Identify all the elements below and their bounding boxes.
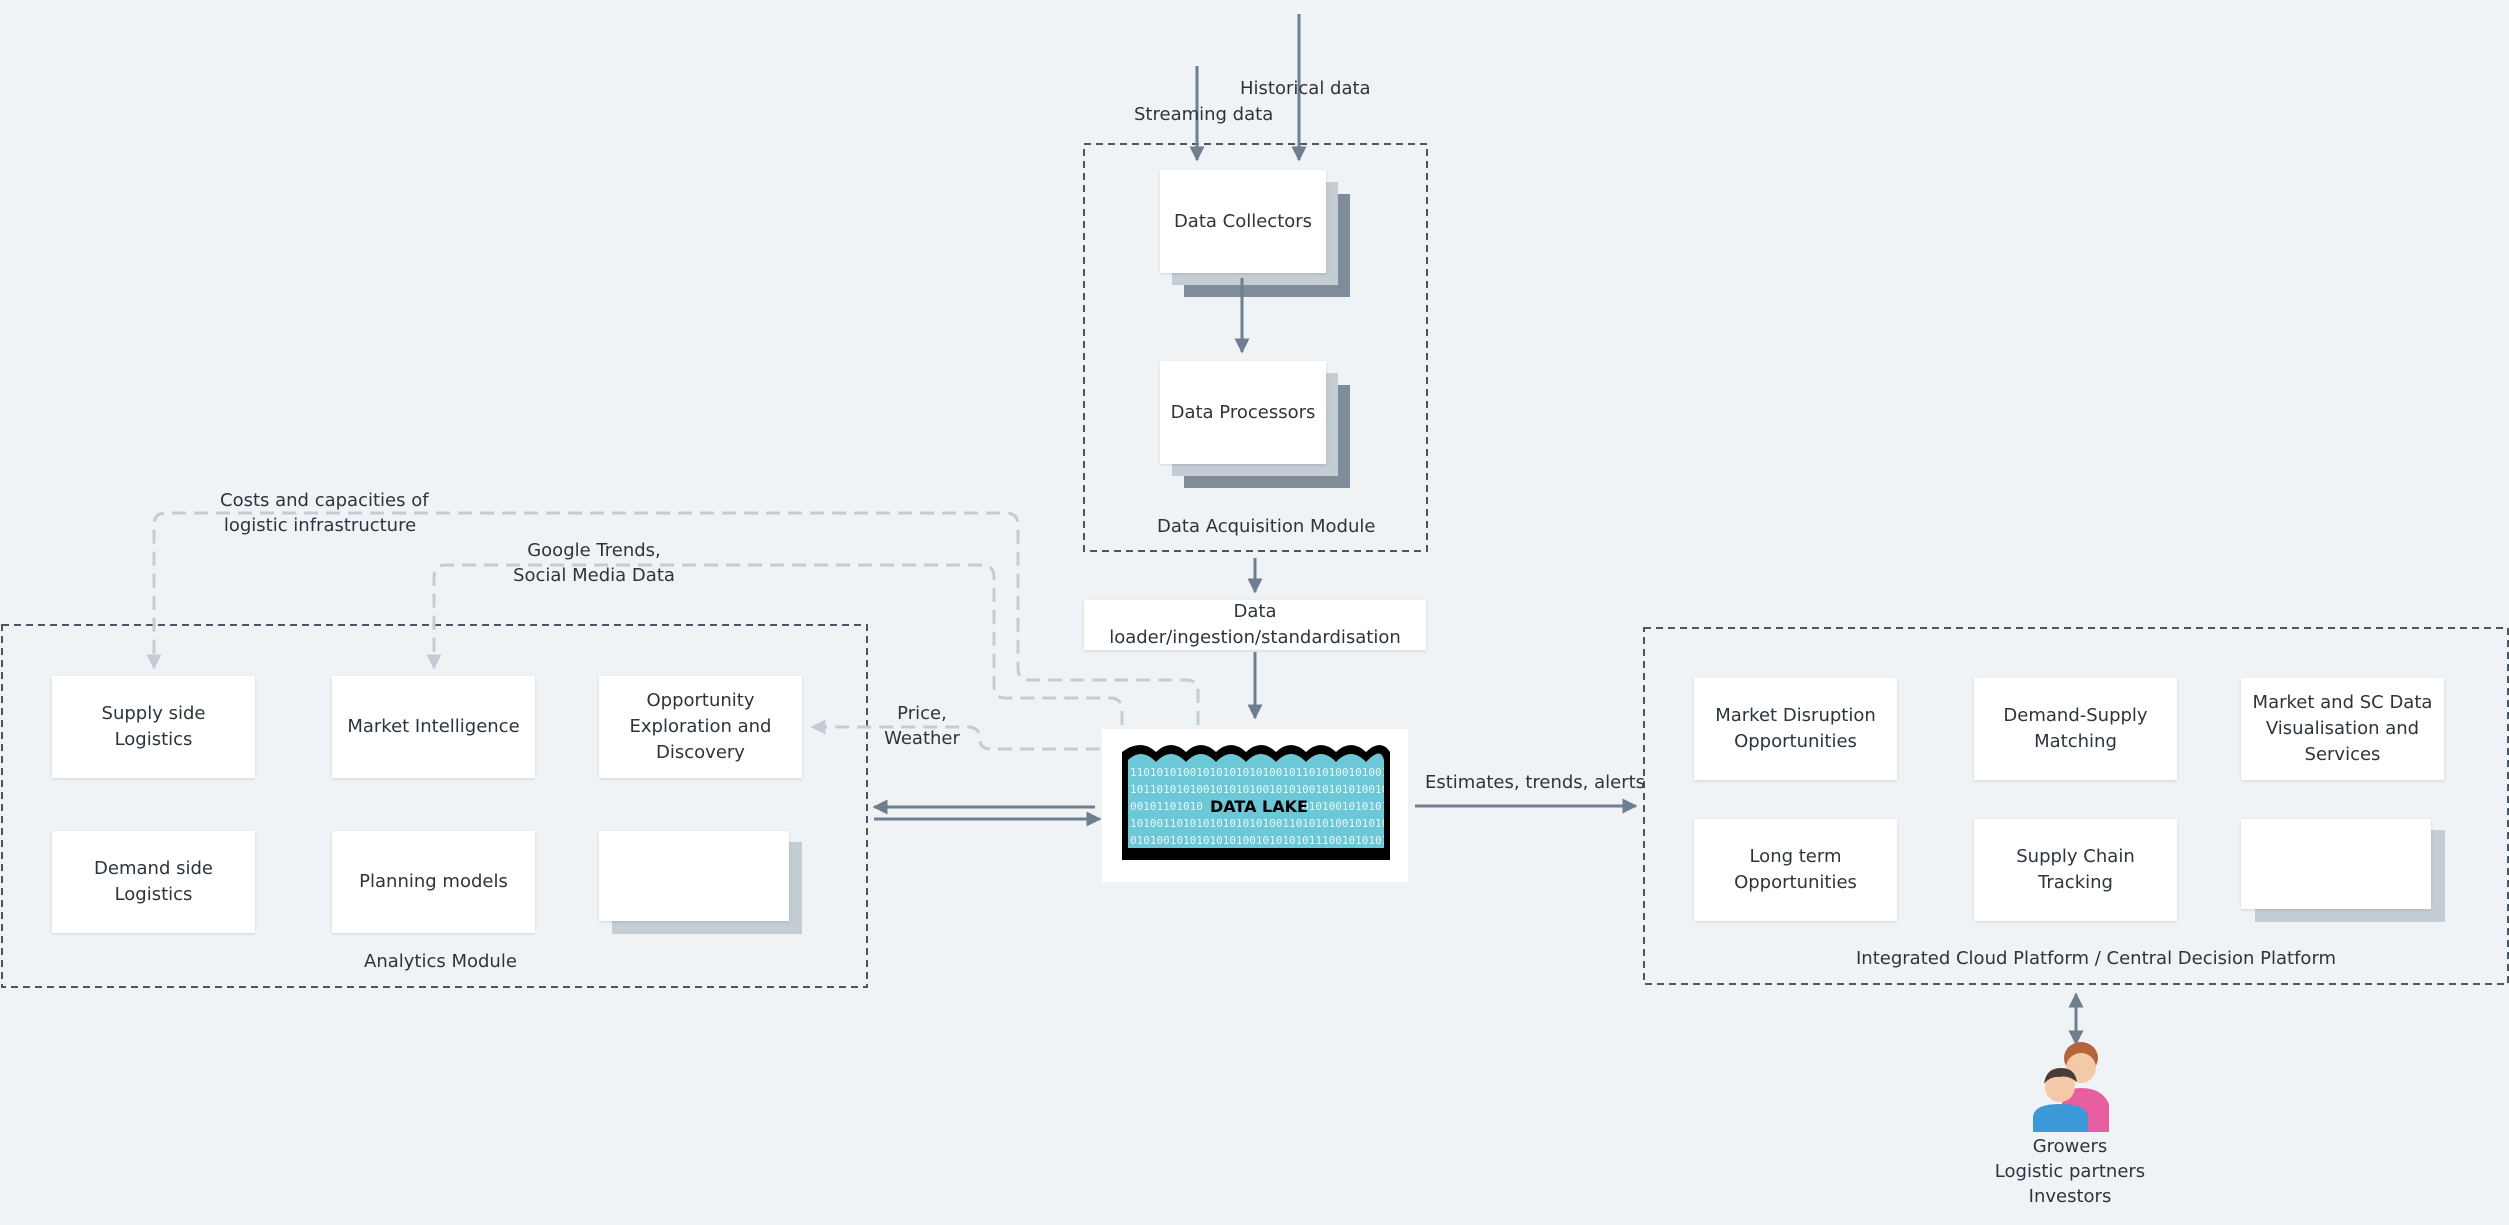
analytics-placeholder-card[interactable] bbox=[599, 831, 789, 921]
market-disruption-card[interactable]: Market Disruption Opportunities bbox=[1694, 678, 1897, 780]
platform-module-border bbox=[1643, 627, 2509, 985]
costs-flow-line bbox=[146, 511, 1200, 725]
trends-flow-label: Google Trends, Social Media Data bbox=[513, 540, 675, 586]
supply-chain-tracking-card[interactable]: Supply Chain Tracking bbox=[1974, 819, 2177, 921]
price-flow-label: Price, Weather bbox=[884, 703, 960, 749]
estimates-flow-label: Estimates, trends, alerts bbox=[1425, 772, 1646, 793]
data-loader-card[interactable]: Data loader/ingestion/standardisation bbox=[1084, 600, 1426, 650]
data-processors-card[interactable]: Data Processors bbox=[1160, 361, 1326, 464]
data-collectors-card[interactable]: Data Collectors bbox=[1160, 170, 1326, 273]
stakeholders-label: Growers Logistic partners Investors bbox=[1994, 1136, 2146, 1207]
demand-supply-matching-card[interactable]: Demand-Supply Matching bbox=[1974, 678, 2177, 780]
demand-side-logistics-card[interactable]: Demand side Logistics bbox=[52, 831, 255, 933]
datalake-binary-row: 1101010100101010101010010110101001010010 bbox=[1130, 766, 1395, 779]
streaming-data-label: Streaming data bbox=[1134, 104, 1274, 125]
long-term-opportunities-card[interactable]: Long term Opportunities bbox=[1694, 819, 1897, 921]
stakeholders-icon bbox=[2033, 1042, 2109, 1132]
acquisition-module-border bbox=[1083, 143, 1428, 552]
datalake-binary-row: 1010011010101010101010011010101001010101 bbox=[1130, 817, 1395, 830]
datalake-binary-row: 1011010101001010101001010100101010100101 bbox=[1130, 783, 1395, 796]
platform-module-title: Integrated Cloud Platform / Central Deci… bbox=[1856, 948, 2337, 969]
platform-placeholder-card[interactable] bbox=[2241, 819, 2431, 909]
costs-flow-label: Costs and capacities of logistic infrast… bbox=[220, 490, 429, 536]
datalake-icon: 1101010100101010101010010110101001010010… bbox=[1122, 745, 1395, 860]
historical-data-label: Historical data bbox=[1240, 78, 1371, 99]
market-intelligence-card[interactable]: Market Intelligence bbox=[332, 676, 535, 778]
analytics-module-title: Analytics Module bbox=[364, 951, 517, 972]
datalake-label: DATA LAKE bbox=[1210, 797, 1308, 816]
acquisition-module-title: Data Acquisition Module bbox=[1157, 516, 1376, 537]
price-flow-line bbox=[810, 719, 1100, 751]
opportunity-exploration-card[interactable]: Opportunity Exploration and Discovery bbox=[599, 676, 802, 778]
datalake-binary-row: 0101001010101010100101010101110010101010 bbox=[1130, 834, 1395, 847]
supply-side-logistics-card[interactable]: Supply side Logistics bbox=[52, 676, 255, 778]
planning-models-card[interactable]: Planning models bbox=[332, 831, 535, 933]
sc-data-visualisation-card[interactable]: Market and SC Data Visualisation and Ser… bbox=[2241, 678, 2444, 780]
trends-flow-line bbox=[426, 563, 1124, 725]
